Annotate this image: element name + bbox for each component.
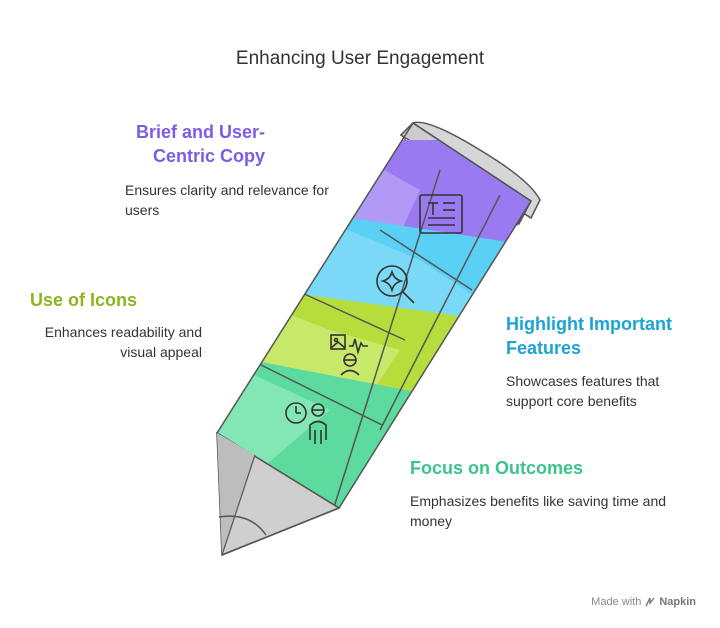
pencil-tip (216, 431, 341, 557)
napkin-logo-icon (645, 597, 655, 607)
focus-heading: Focus on Outcomes (410, 458, 584, 478)
highlight-description: Showcases features that support core ben… (506, 373, 660, 409)
napkin-brand: Napkin (659, 596, 696, 608)
focus-description: Emphasizes benefits like saving time and… (410, 493, 667, 529)
magnify-sparkle-icon (376, 265, 415, 304)
brief-heading: Brief and User-Centric Copy (135, 122, 265, 166)
made-with-label: Made with (591, 596, 642, 608)
highlight-heading: Highlight Important Features (506, 314, 672, 358)
image-audio-person-icon (330, 334, 368, 376)
icons-description: Enhances readability and visual appeal (44, 324, 202, 360)
brief-description: Ensures clarity and relevance for users (125, 182, 329, 218)
text-document-icon (419, 194, 463, 234)
diagram-title: Enhancing User Engagement (235, 48, 485, 69)
made-with-badge[interactable]: Made with Napkin (591, 596, 696, 608)
clock-person-icon (285, 402, 327, 444)
icons-heading: Use of Icons (30, 290, 138, 310)
